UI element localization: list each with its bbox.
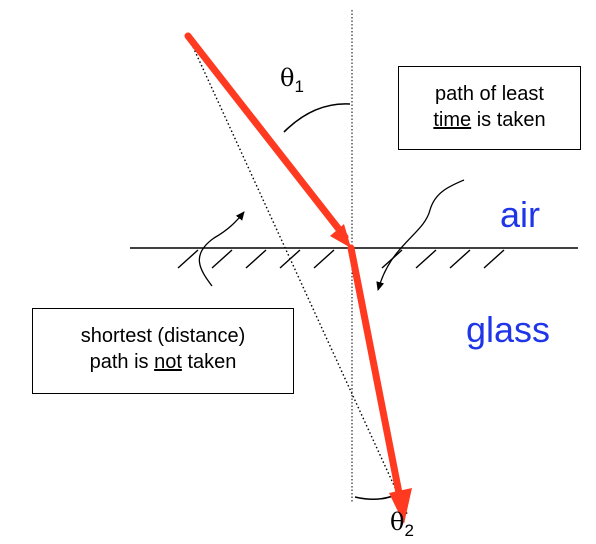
least-time-rest: is taken: [471, 109, 546, 131]
shortest-line2: path is not taken: [33, 349, 293, 375]
theta2-label: θ2: [390, 510, 414, 543]
shortest-rest: taken: [181, 351, 237, 373]
theta1-symbol: θ: [280, 64, 295, 92]
shortest-path-line: [187, 35, 409, 517]
pointer-to-ray: [376, 179, 465, 291]
incident-ray: [184, 32, 349, 241]
shortest-path-box: shortest (distance) path is not taken: [32, 308, 294, 394]
least-time-underlined: time: [433, 109, 472, 131]
theta1-label: θ1: [280, 66, 304, 99]
shortest-prefix: path is: [89, 351, 155, 373]
glass-hatching: [177, 249, 505, 269]
refracted-ray: [347, 244, 404, 502]
refracted-arrowhead: [389, 488, 412, 524]
light-ray: [184, 32, 412, 524]
least-time-box: path of least time is taken: [398, 66, 581, 150]
air-label: air: [500, 194, 541, 235]
shortest-line1: shortest (distance): [80, 325, 246, 347]
theta1-arc: [283, 103, 351, 133]
theta1-subscript: 1: [294, 76, 304, 96]
glass-label: glass: [466, 309, 551, 350]
shortest-underlined: not: [154, 351, 182, 373]
theta2-subscript: 2: [404, 520, 414, 540]
least-time-line2: time is taken: [399, 107, 580, 133]
pointer-to-shortest-path: [198, 211, 245, 287]
least-time-line1: path of least: [435, 83, 544, 105]
theta2-symbol: θ: [390, 508, 405, 536]
incident-arrowhead: [330, 224, 351, 248]
